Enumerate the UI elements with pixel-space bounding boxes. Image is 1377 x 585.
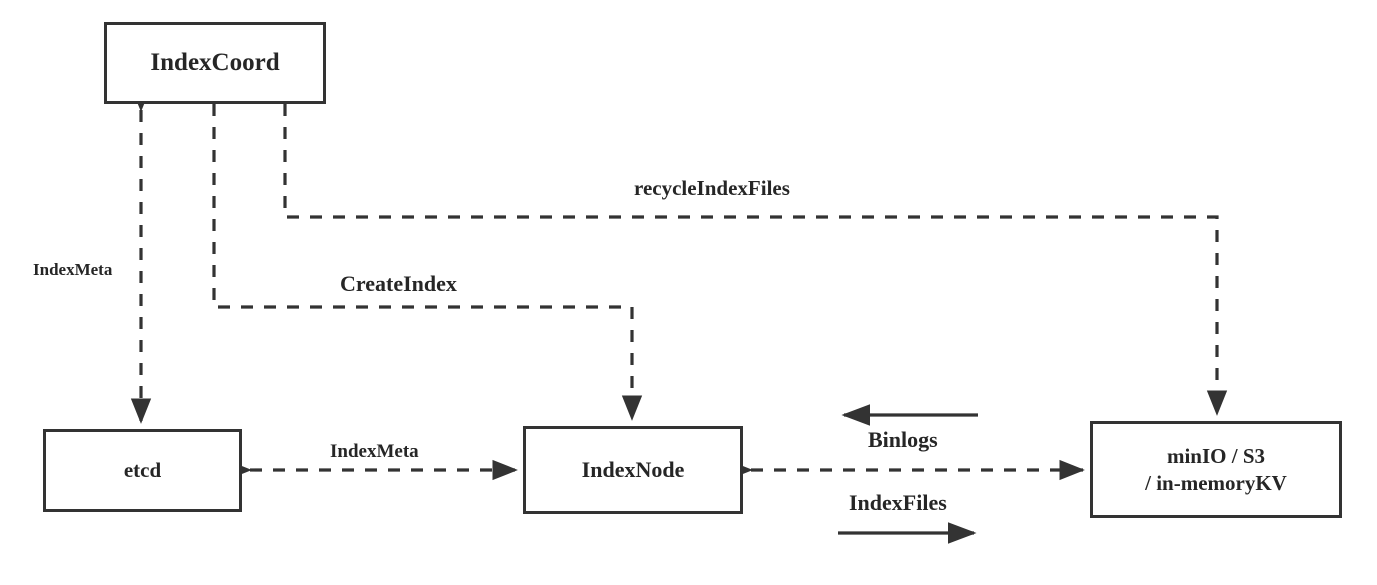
node-indexnode[interactable]: IndexNode <box>523 426 743 514</box>
node-minio-label: minIO / S3 / in-memoryKV <box>1145 444 1287 495</box>
node-indexcoord-label: IndexCoord <box>150 49 280 77</box>
edge-label-indexmeta-left: IndexMeta <box>33 260 113 279</box>
edge-label-indexmeta-mid: IndexMeta <box>330 441 419 462</box>
edge-indexcoord-minio <box>283 104 1228 416</box>
edge-indexcoord-indexnode <box>212 104 643 421</box>
edge-label-binlogs: Binlogs <box>868 427 938 452</box>
node-etcd[interactable]: etcd <box>43 429 242 512</box>
node-etcd-label: etcd <box>123 458 162 483</box>
node-indexnode-label: IndexNode <box>581 457 685 483</box>
node-minio[interactable]: minIO / S3 / in-memoryKV <box>1090 421 1342 518</box>
edge-label-recycleindexfiles: recycleIndexFiles <box>634 176 790 200</box>
node-indexcoord[interactable]: IndexCoord <box>104 22 326 104</box>
edge-label-indexfiles: IndexFiles <box>849 490 947 515</box>
edge-label-createindex: CreateIndex <box>340 271 457 296</box>
